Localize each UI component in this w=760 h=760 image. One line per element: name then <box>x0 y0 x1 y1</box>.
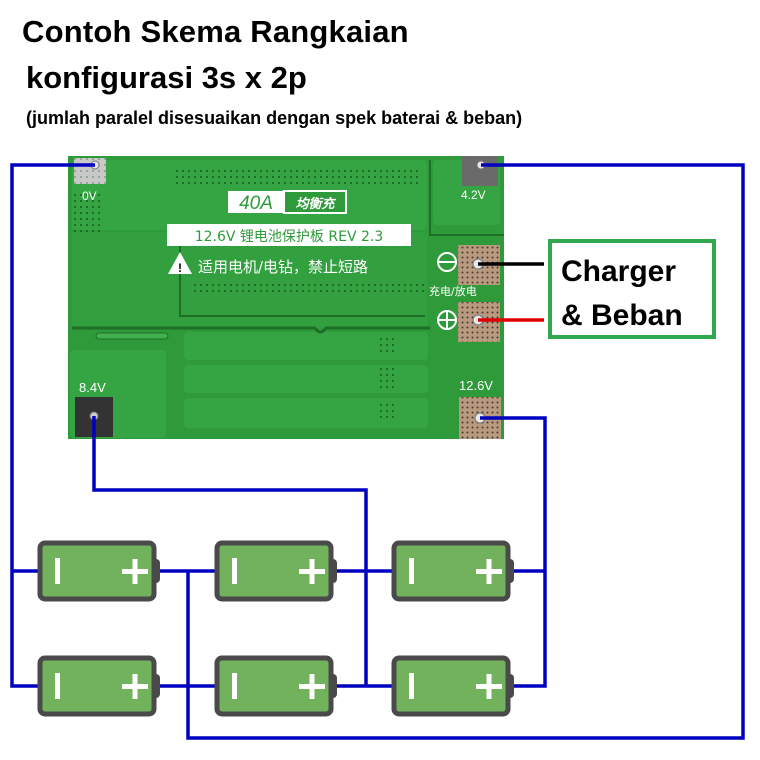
battery-minus-icon <box>232 673 237 699</box>
pcb-plane <box>184 398 428 428</box>
pad-4-2v-label: 4.2V <box>461 188 486 202</box>
battery-cell <box>391 540 514 602</box>
battery-minus-icon <box>55 673 60 699</box>
battery-cell <box>37 655 160 717</box>
title-line-1: Contoh Skema Rangkaian <box>22 14 409 49</box>
warning-text: 适用电机/电钻，禁止短路 <box>198 258 368 276</box>
battery-body <box>214 540 334 602</box>
battery-plus-icon <box>486 674 492 699</box>
pcb-trace <box>72 326 430 334</box>
load-label: & Beban <box>561 299 683 332</box>
pcb-plane <box>72 232 427 328</box>
battery-cell <box>214 540 337 602</box>
via-row <box>176 170 421 184</box>
pcb-trace <box>429 160 504 236</box>
pcb-plane <box>184 332 428 360</box>
via-row <box>192 283 424 295</box>
model-label: 12.6V 锂电池保护板 REV 2.3 <box>195 229 384 245</box>
wire-0v <box>10 163 95 688</box>
plus-symbol-icon <box>437 310 457 330</box>
minus-symbol-icon <box>437 252 457 272</box>
bms-board: 40A 均衡充 12.6V 锂电池保护板 REV 2.3 ! 适用电机/电钻，禁… <box>68 156 504 439</box>
via-cluster <box>380 368 394 388</box>
pad-0v-label: 0V <box>82 189 97 203</box>
battery-minus-icon <box>409 673 414 699</box>
battery-plus-icon <box>309 674 315 699</box>
battery-cell <box>37 540 160 602</box>
battery-body <box>37 540 157 602</box>
rating-label: 40A <box>239 193 273 214</box>
wiring <box>10 163 745 740</box>
battery-plus-icon <box>486 559 492 584</box>
battery-plus-icon <box>132 674 138 699</box>
pad-12-6v-label: 12.6V <box>459 378 493 393</box>
via-cluster <box>380 335 394 355</box>
battery-body <box>391 655 511 717</box>
warning-icon <box>168 252 192 274</box>
battery-minus-icon <box>55 558 60 584</box>
battery-plus-icon <box>132 559 138 584</box>
pad-4-2v <box>462 156 498 186</box>
pad-8-4v-label: 8.4V <box>79 380 106 395</box>
wire-12-6v <box>480 416 547 688</box>
via-cluster <box>380 401 394 421</box>
battery-array <box>37 540 514 717</box>
battery-body <box>214 655 334 717</box>
charger-label: Charger <box>561 255 677 288</box>
wire-4-2v <box>186 163 745 740</box>
wire-8-4v <box>92 416 368 686</box>
charger-load-label: Charger & Beban <box>548 239 716 339</box>
via-cluster <box>72 190 102 232</box>
battery-body <box>37 655 157 717</box>
rating-chinese-bg <box>283 190 347 214</box>
battery-minus-icon <box>232 558 237 584</box>
rating-label-bg <box>228 191 284 213</box>
battery-cell <box>214 655 337 717</box>
battery-minus-icon <box>409 558 414 584</box>
rating-chinese: 均衡充 <box>295 196 336 212</box>
pcb-plane <box>184 365 428 393</box>
pcb-slot <box>95 332 169 340</box>
subtitle-note: (jumlah paralel disesuaikan dengan spek … <box>26 108 523 128</box>
svg-text:!: ! <box>178 261 182 275</box>
title-line-2: konfigurasi 3s x 2p <box>26 60 307 95</box>
battery-plus-icon <box>309 559 315 584</box>
charge-discharge-label: 充电/放电 <box>429 284 477 298</box>
battery-body <box>391 540 511 602</box>
battery-cell <box>391 655 514 717</box>
model-label-bg <box>167 224 411 246</box>
